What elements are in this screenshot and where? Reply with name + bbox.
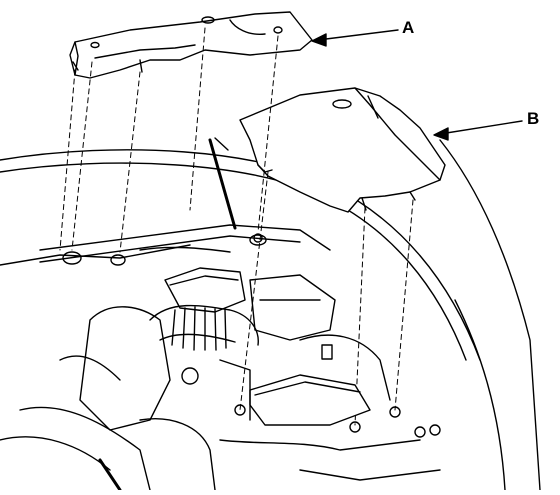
callout-arrows [311, 29, 523, 141]
callout-label-b: B [527, 109, 540, 128]
hood-outline [0, 139, 541, 491]
bolts [234, 233, 401, 433]
cover-b [239, 87, 446, 213]
callout-label-a: A [402, 18, 415, 37]
cover-a [69, 11, 313, 79]
fastener-guide-lines [59, 27, 414, 426]
cowl-area [0, 137, 331, 266]
engine-components [0, 267, 441, 492]
